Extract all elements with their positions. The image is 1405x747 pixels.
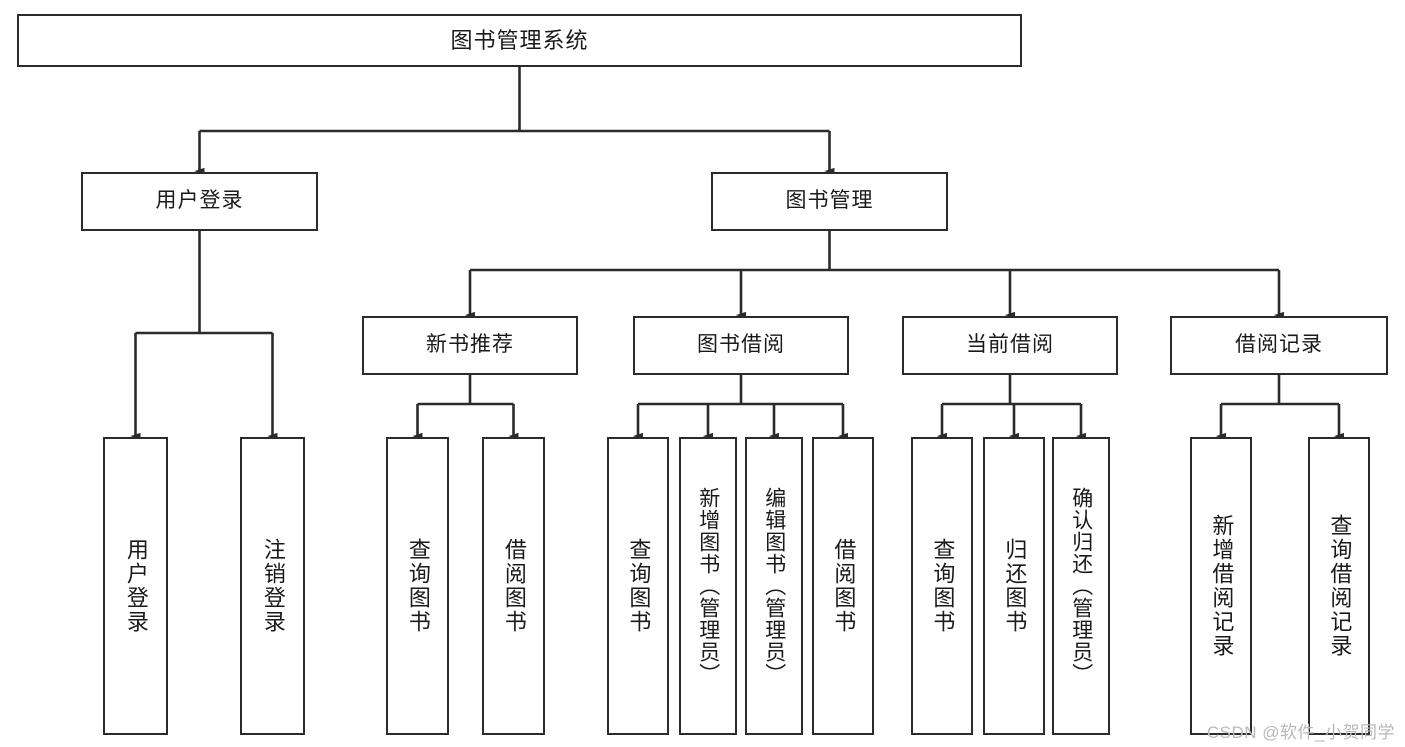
node-label: 当前借阅 [966,333,1054,357]
node-l5[interactable]: 查询图书 [607,437,669,735]
node-label: 新书推荐 [426,333,514,357]
node-label: 图书管理 [785,189,874,213]
node-label: 查询借阅记录 [1327,514,1353,658]
node-l2[interactable]: 注销登录 [240,437,305,735]
node-newbook[interactable]: 新书推荐 [362,316,578,375]
csdn-watermark: CSDN @软件_小贺同学 [1206,723,1395,742]
node-label: 借阅记录 [1235,333,1323,357]
node-label: 查询图书 [405,538,431,634]
node-label: 用户登录 [155,189,244,213]
node-label: 编辑图书（管理员） [762,487,786,685]
node-borrow[interactable]: 图书借阅 [633,316,849,375]
node-label: 注销登录 [260,538,286,634]
node-label: 查询图书 [930,538,956,634]
node-root[interactable]: 图书管理系统 [17,14,1022,67]
node-l6[interactable]: 新增图书（管理员） [679,437,737,735]
node-label: 新增借阅记录 [1209,514,1235,658]
node-l12[interactable]: 新增借阅记录 [1190,437,1252,735]
node-label: 确认归还（管理员） [1069,487,1093,685]
node-l1[interactable]: 用户登录 [103,437,168,735]
node-label: 新增图书（管理员） [696,487,720,685]
node-l10[interactable]: 归还图书 [983,437,1045,735]
node-l13[interactable]: 查询借阅记录 [1308,437,1370,735]
node-current[interactable]: 当前借阅 [902,316,1118,375]
node-l7[interactable]: 编辑图书（管理员） [745,437,803,735]
node-login[interactable]: 用户登录 [81,172,318,231]
node-label: 归还图书 [1002,538,1028,634]
node-l11[interactable]: 确认归还（管理员） [1052,437,1110,735]
node-label: 用户登录 [123,538,149,634]
node-l8[interactable]: 借阅图书 [812,437,874,735]
node-l4[interactable]: 借阅图书 [482,437,545,735]
node-l3[interactable]: 查询图书 [386,437,449,735]
node-label: 图书借阅 [697,333,785,357]
node-label: 借阅图书 [501,538,527,634]
node-label: 查询图书 [626,538,652,634]
node-records[interactable]: 借阅记录 [1170,316,1388,375]
node-label: 借阅图书 [831,538,857,634]
node-label: 图书管理系统 [450,27,589,53]
node-l9[interactable]: 查询图书 [911,437,973,735]
node-bookmgmt[interactable]: 图书管理 [711,172,948,231]
